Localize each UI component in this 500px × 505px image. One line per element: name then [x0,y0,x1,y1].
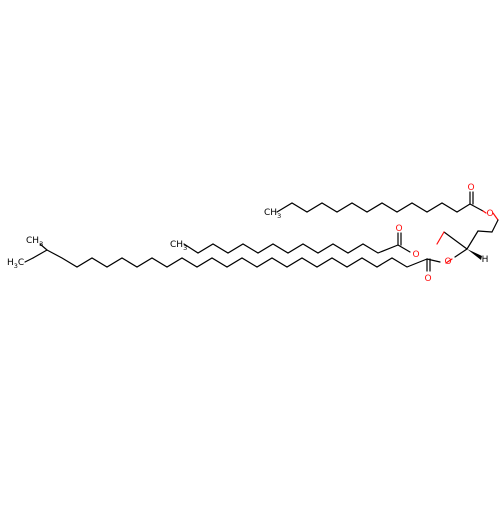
middle-acyl-chain [183,232,411,254]
glycerol-backbone [436,212,499,264]
atom-labels: O O O O O O H CH3 CH3 H3C CH3 [7,183,494,284]
stereo-wedge [467,249,482,260]
carbonyl-oxygen-top: O [467,183,474,193]
top-acyl-chain [276,191,487,214]
branch-methyl: CH3 [26,236,43,248]
carbonyl-oxygen-bottom: O [424,274,431,284]
bottom-acyl-chain [24,243,441,272]
ester-oxygen-middle: O [412,250,419,260]
ester-oxygen-bottom: O [444,257,451,267]
stereo-hydrogen: H [482,255,489,265]
terminal-methyl-top: CH3 [264,208,281,220]
terminal-methyl-middle: CH3 [170,240,187,252]
carbonyl-oxygen-middle: O [395,224,402,234]
ester-oxygen-top: O [486,209,493,219]
terminal-ethyl-methyl: H3C [7,258,24,270]
